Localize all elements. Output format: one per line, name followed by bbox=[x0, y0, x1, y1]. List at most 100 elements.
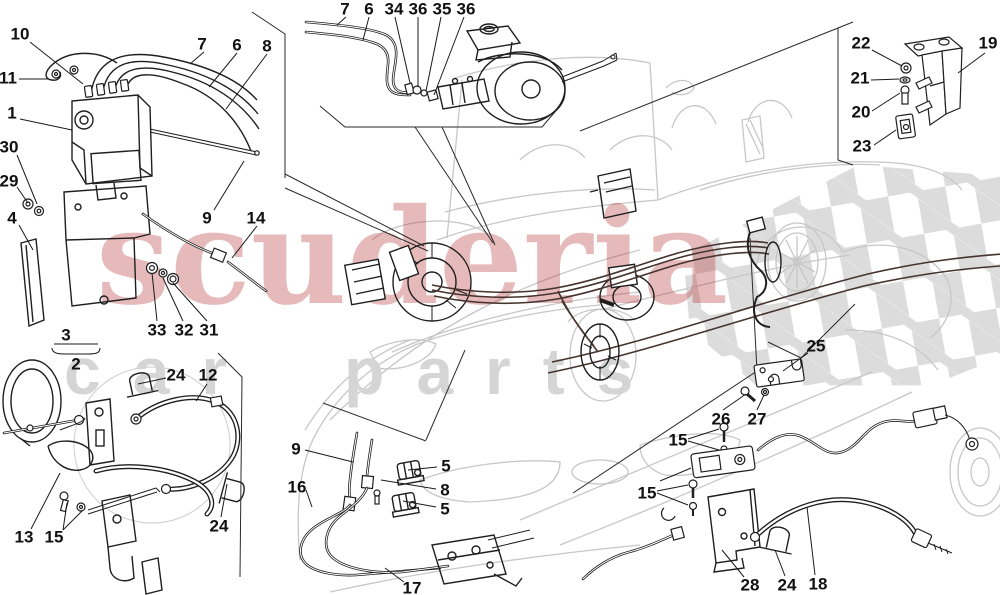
callout-28: 28 bbox=[741, 576, 760, 595]
washers-31-32-33 bbox=[145, 261, 180, 286]
front-pipes bbox=[304, 20, 418, 97]
leader-line bbox=[225, 53, 268, 110]
mount-hardware-15 bbox=[59, 491, 86, 513]
leader-line bbox=[433, 16, 465, 96]
holder-cable-in bbox=[659, 467, 692, 482]
leader-line bbox=[172, 282, 208, 322]
brake-hose-12 bbox=[93, 395, 241, 517]
leader-line bbox=[305, 489, 313, 508]
brake-hose-18 bbox=[749, 497, 953, 555]
leader-line bbox=[208, 52, 238, 88]
fluid-reservoir bbox=[465, 23, 522, 61]
leader-line bbox=[806, 506, 816, 576]
callout-4: 4 bbox=[7, 209, 17, 228]
bracket-25 bbox=[753, 358, 805, 388]
leader-line bbox=[721, 549, 745, 578]
callout-3: 3 bbox=[61, 326, 70, 345]
callout-31: 31 bbox=[200, 321, 219, 340]
leader-line bbox=[137, 377, 167, 385]
leader-line bbox=[722, 393, 747, 411]
abs-unit-group bbox=[20, 52, 268, 327]
leader-line bbox=[957, 52, 986, 74]
callout-7: 7 bbox=[197, 35, 206, 54]
callout-25: 25 bbox=[807, 337, 826, 356]
leader-line bbox=[687, 440, 720, 451]
leader-line bbox=[425, 16, 442, 92]
pipe-8-union bbox=[360, 438, 381, 505]
hose-clip-24a bbox=[126, 372, 159, 398]
callout-15: 15 bbox=[669, 431, 688, 450]
rear-hub-sketch bbox=[949, 427, 1000, 517]
leader-line bbox=[394, 16, 411, 84]
leader-line bbox=[384, 567, 405, 583]
pipe-clamp-5b bbox=[391, 491, 420, 518]
leader-line bbox=[18, 224, 34, 251]
car-ecu-bracket bbox=[589, 168, 637, 219]
bracket-28 bbox=[707, 488, 761, 573]
abs-bracket-tray bbox=[63, 185, 151, 307]
callout-14: 14 bbox=[247, 209, 266, 228]
callout-1: 1 bbox=[7, 104, 16, 123]
callout-10: 10 bbox=[11, 25, 30, 44]
leader-line bbox=[656, 484, 689, 492]
callout-9: 9 bbox=[291, 440, 300, 459]
abs-hydraulic-unit bbox=[71, 94, 153, 201]
callout-15: 15 bbox=[638, 484, 657, 503]
sensor-holder bbox=[690, 445, 756, 479]
callout-26: 26 bbox=[712, 410, 731, 429]
callout-17: 17 bbox=[403, 579, 422, 595]
abs-sensor-cable bbox=[756, 405, 979, 455]
rear-hose-clip-24 bbox=[760, 526, 792, 555]
callout-5: 5 bbox=[441, 457, 450, 476]
callout-29: 29 bbox=[0, 172, 18, 191]
callout-18: 18 bbox=[809, 575, 828, 594]
leader-line bbox=[189, 51, 205, 65]
leader-line bbox=[220, 483, 228, 518]
group-brace-3-2 bbox=[51, 343, 101, 355]
bracket19-group bbox=[895, 36, 964, 140]
callout-30: 30 bbox=[0, 138, 18, 157]
callout-24: 24 bbox=[210, 517, 229, 536]
rear-hose-group bbox=[581, 358, 979, 581]
leader-line bbox=[195, 383, 208, 402]
leader-line bbox=[30, 472, 61, 530]
rear-rigid-pipe bbox=[581, 525, 686, 581]
callout-6: 6 bbox=[364, 0, 373, 19]
leader-line bbox=[16, 186, 29, 204]
car-booster bbox=[599, 263, 655, 321]
leader-line bbox=[19, 118, 73, 131]
pipe-16 bbox=[299, 486, 450, 577]
callout-8: 8 bbox=[440, 481, 449, 500]
callout-11: 11 bbox=[0, 69, 17, 88]
shim-plate bbox=[20, 238, 45, 327]
leader-line bbox=[871, 49, 903, 67]
hose-clip-24b bbox=[218, 472, 245, 504]
callout-7: 7 bbox=[340, 0, 349, 19]
leader-line bbox=[871, 92, 901, 112]
lower-bracket bbox=[101, 494, 163, 595]
pushrod bbox=[561, 52, 618, 83]
leader-line bbox=[62, 510, 83, 531]
leader-line bbox=[756, 394, 765, 411]
pipes-9-14 bbox=[141, 128, 268, 293]
front-left-assembly bbox=[343, 258, 387, 306]
callout-9: 9 bbox=[202, 209, 211, 228]
leader-line bbox=[62, 502, 68, 531]
leader-line bbox=[380, 479, 437, 490]
callout-5: 5 bbox=[440, 500, 449, 519]
leader-line bbox=[304, 449, 354, 463]
callout-13: 13 bbox=[15, 528, 34, 547]
caliper-pipe bbox=[2, 414, 86, 435]
callout-12: 12 bbox=[199, 366, 218, 385]
callout-20: 20 bbox=[852, 103, 871, 122]
callout-34: 34 bbox=[385, 0, 404, 19]
callout-22: 22 bbox=[852, 34, 871, 53]
leader-line bbox=[873, 129, 897, 146]
master-cylinder bbox=[437, 75, 490, 110]
leader-line bbox=[656, 492, 689, 506]
pipe-9b bbox=[342, 431, 359, 512]
leader-line bbox=[402, 500, 437, 508]
